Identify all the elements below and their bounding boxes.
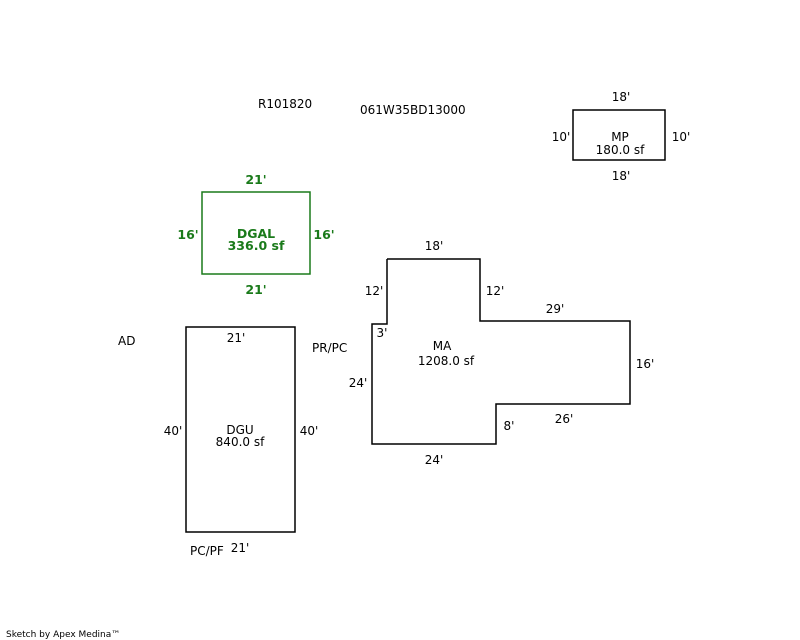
ma-dim-right: 16' (636, 357, 655, 371)
ma-dim-notch: 3' (377, 326, 388, 340)
sketch-credit: Sketch by Apex Medina™ (6, 630, 120, 640)
dgu-dim-top: 21' (227, 331, 246, 345)
ma-dim-step: 8' (504, 419, 515, 433)
area-ma-outline (371, 258, 631, 445)
ma-dim-left: 24' (349, 376, 368, 390)
dgu-area: 840.0 sf (216, 435, 265, 449)
area-dgal: 21' 21' 16' 16' DGAL 336.0 sf (177, 172, 334, 297)
ma-area: 1208.0 sf (418, 354, 475, 368)
parcel-number: 061W35BD13000 (360, 103, 466, 117)
area-ma: 18' 12' 12' 29' 16' 26' 8' 24' 24' 3' MA… (349, 239, 655, 467)
mp-code: MP (611, 130, 629, 144)
mp-dim-top: 18' (612, 90, 631, 104)
mp-dim-bottom: 18' (612, 169, 631, 183)
dgal-code: DGAL (237, 226, 275, 241)
dgu-dim-bottom: 21' (231, 541, 250, 555)
dgal-area: 336.0 sf (228, 238, 285, 253)
area-dgu-outline (185, 326, 296, 533)
area-mp-outline (572, 109, 666, 161)
account-number: R101820 (258, 97, 312, 111)
ma-dim-right-bottom: 26' (555, 412, 574, 426)
mp-dim-left: 10' (552, 130, 571, 144)
label-ad: AD (118, 334, 135, 348)
ma-dim-top: 18' (425, 239, 444, 253)
mp-dim-right: 10' (672, 130, 691, 144)
area-dgal-outline (201, 191, 311, 275)
area-dgu: 21' 21' 40' 40' DGU 840.0 sf (164, 326, 319, 555)
ma-dim-bottom: 24' (425, 453, 444, 467)
label-pc-pf: PC/PF (190, 544, 224, 558)
ma-dim-right-top: 29' (546, 302, 565, 316)
mp-area: 180.0 sf (596, 143, 645, 157)
dgu-dim-left: 40' (164, 424, 183, 438)
area-mp: 18' 18' 10' 10' MP 180.0 sf (552, 90, 691, 183)
dgu-dim-right: 40' (300, 424, 319, 438)
dgu-code: DGU (226, 423, 253, 437)
dgal-dim-right: 16' (313, 227, 334, 242)
dgal-dim-left: 16' (177, 227, 198, 242)
label-pr-pc: PR/PC (312, 341, 347, 355)
dgal-dim-top: 21' (245, 172, 266, 187)
ma-dim-left-upper: 12' (365, 284, 384, 298)
dgal-dim-bottom: 21' (245, 282, 266, 297)
ma-code: MA (433, 339, 452, 353)
ma-dim-right-upper: 12' (486, 284, 505, 298)
